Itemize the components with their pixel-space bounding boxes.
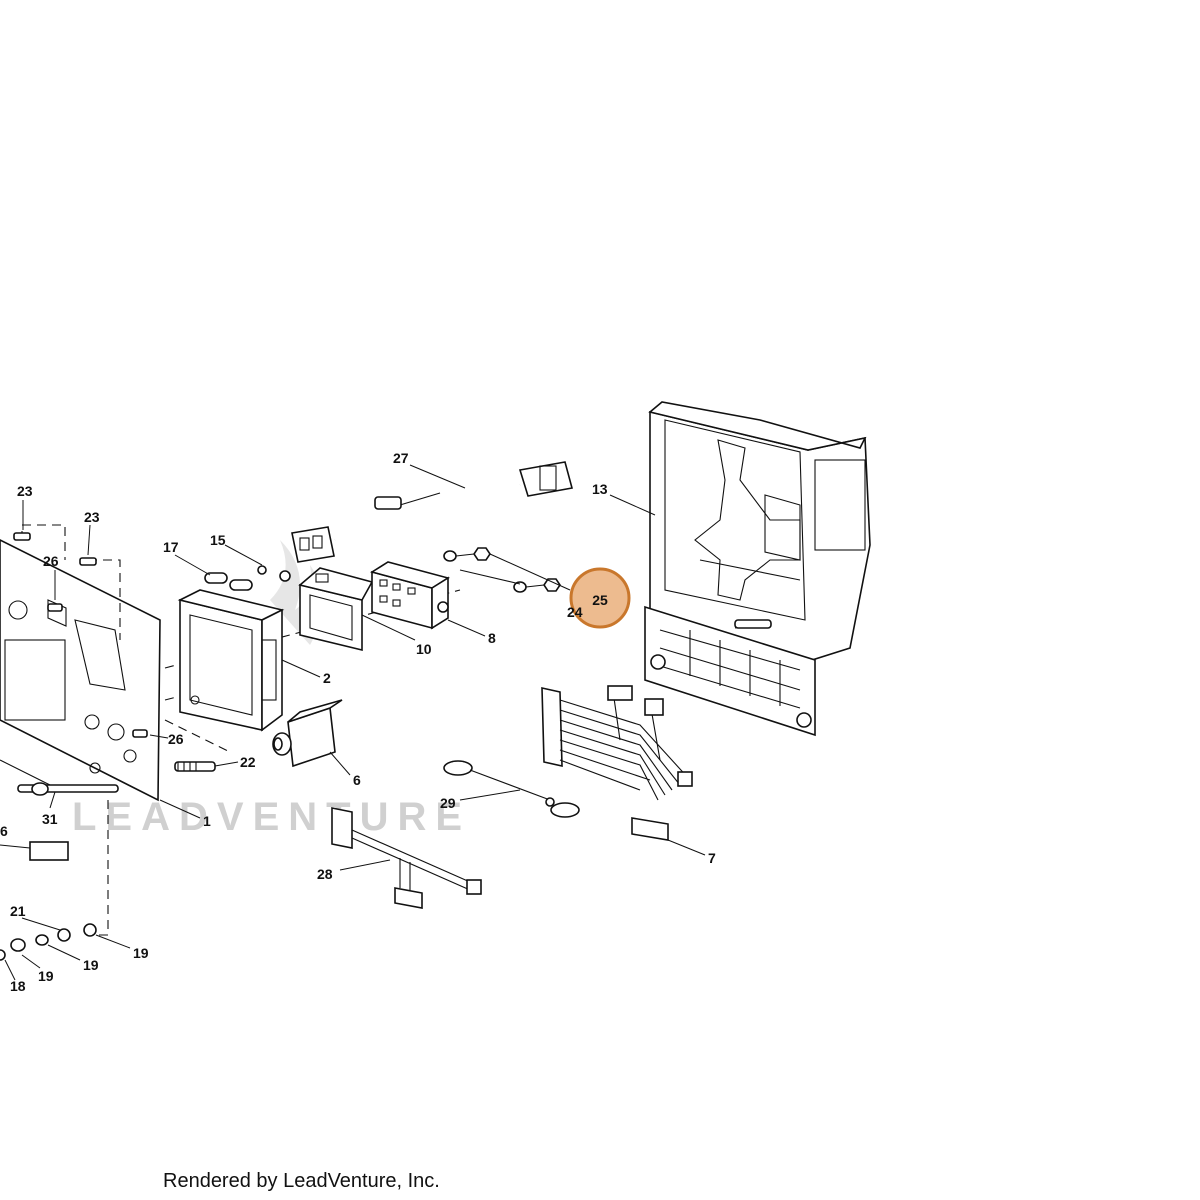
callout-31: 31 <box>42 811 58 827</box>
rod-part-31 <box>17 782 119 796</box>
callout-13: 13 <box>592 481 608 497</box>
callout-22: 22 <box>240 754 256 770</box>
wire-part-6b <box>0 841 69 861</box>
callout-19a: 19 <box>133 945 149 961</box>
wire-harness-part-27 <box>291 461 573 563</box>
outlet-part-8 <box>370 561 450 630</box>
callout-17: 17 <box>163 539 179 555</box>
washer-part-19b <box>35 934 49 946</box>
callout-23b: 23 <box>84 509 100 525</box>
callout-25: 25 <box>592 592 608 608</box>
callout-7: 7 <box>708 850 716 866</box>
washer-part-19a <box>83 923 97 937</box>
footer-credit: Rendered by LeadVenture, Inc. <box>163 1170 440 1192</box>
callout-24: 24 <box>567 604 583 620</box>
housing-part-13 <box>644 401 871 737</box>
callout-10: 10 <box>416 641 432 657</box>
callout-23a: 23 <box>17 483 33 499</box>
control-module-part-2 <box>177 589 285 732</box>
callout-18: 18 <box>10 978 26 994</box>
nut-part-18 <box>0 949 6 961</box>
wire-harness-part-7 <box>541 685 693 841</box>
callout-28: 28 <box>317 866 333 882</box>
callout-19c: 19 <box>38 968 54 984</box>
threaded-part-22 <box>174 761 216 772</box>
screw-part-23b <box>79 557 97 566</box>
callout-21: 21 <box>10 903 26 919</box>
callout-26b: 26 <box>168 731 184 747</box>
screw-part-23a <box>13 532 31 541</box>
highlight-callout-25[interactable]: 25 <box>569 567 631 629</box>
fastener-part-26b <box>132 729 148 738</box>
fastener-part-26a <box>47 603 63 612</box>
callout-19b: 19 <box>83 957 99 973</box>
callout-27: 27 <box>393 450 409 466</box>
callout-2: 2 <box>323 670 331 686</box>
control-panel-part-1 <box>0 539 161 802</box>
spacer-part-17b <box>229 579 253 591</box>
callout-1: 1 <box>203 813 211 829</box>
callout-6: 6 <box>353 772 361 788</box>
spacer-part-17a <box>204 572 228 584</box>
ground-cable-part-29 <box>443 760 580 818</box>
watermark-text: LEADVENTURE <box>72 795 471 839</box>
callout-15: 15 <box>210 532 226 548</box>
outlet-cover-part-10 <box>298 567 374 652</box>
fastener-part-15 <box>257 565 291 582</box>
callout-6b: 6 <box>0 823 8 839</box>
wire-harness-part-28 <box>331 807 482 909</box>
washer-part-19c <box>10 938 26 952</box>
callout-26a: 26 <box>43 553 59 569</box>
circuit-breaker-part-6 <box>272 699 343 768</box>
callout-8: 8 <box>488 630 496 646</box>
callout-29: 29 <box>440 795 456 811</box>
washer-part-21 <box>57 928 71 942</box>
